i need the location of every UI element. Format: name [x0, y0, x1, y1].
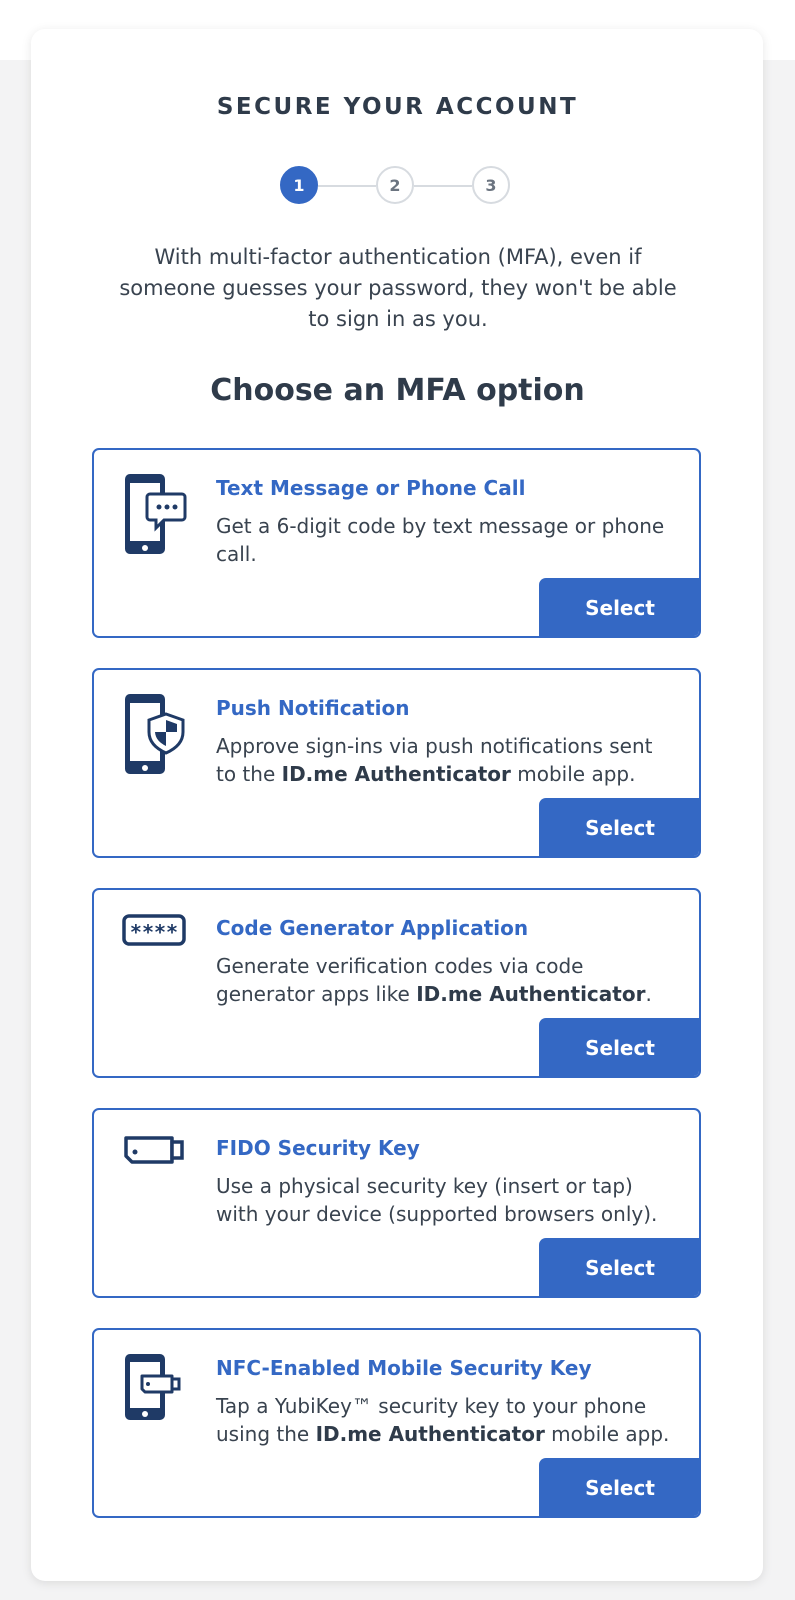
option-description: Generate verification codes via code gen…: [216, 954, 652, 1006]
option-title: Text Message or Phone Call: [216, 476, 526, 500]
phone-usb-key-icon: [122, 1352, 188, 1442]
option-description: Use a physical security key (insert or t…: [216, 1174, 658, 1226]
stepper: 1 2 3: [0, 166, 795, 206]
option-description: Approve sign-ins via push notifications …: [216, 734, 653, 786]
option-fido-key: FIDO Security Key Use a physical securit…: [92, 1108, 701, 1298]
usb-key-icon: [122, 1132, 188, 1222]
select-button-nfc-key[interactable]: Select: [539, 1458, 699, 1516]
option-nfc-key: NFC-Enabled Mobile Security Key Tap a Yu…: [92, 1328, 701, 1518]
option-title: Code Generator Application: [216, 916, 529, 940]
option-code-generator: **** Code Generator Application Generate…: [92, 888, 701, 1078]
option-description: Tap a YubiKey™ security key to your phon…: [216, 1394, 670, 1446]
code-asterisks-icon: ****: [122, 912, 188, 1002]
choose-heading: Choose an MFA option: [210, 373, 585, 408]
select-button-fido-key[interactable]: Select: [539, 1238, 699, 1296]
option-push-notification: Push Notification Approve sign-ins via p…: [92, 668, 701, 858]
step-1: 1: [280, 166, 318, 204]
step-connector: [414, 185, 472, 187]
select-button-push-notification[interactable]: Select: [539, 798, 699, 856]
option-title: FIDO Security Key: [216, 1136, 420, 1160]
svg-text:****: ****: [130, 920, 178, 944]
option-title: Push Notification: [216, 696, 410, 720]
option-title: NFC-Enabled Mobile Security Key: [216, 1356, 592, 1380]
select-button-text-message[interactable]: Select: [539, 578, 699, 636]
option-description: Get a 6-digit code by text message or ph…: [216, 514, 665, 566]
step-3: 3: [472, 166, 510, 204]
intro-text: With multi-factor authentication (MFA), …: [119, 245, 677, 331]
phone-message-icon: [122, 472, 188, 562]
page-title: SECURE YOUR ACCOUNT: [216, 94, 579, 120]
select-button-code-generator[interactable]: Select: [539, 1018, 699, 1076]
phone-shield-icon: [122, 692, 188, 782]
step-2: 2: [376, 166, 414, 204]
step-connector: [318, 185, 376, 187]
option-text-message: Text Message or Phone Call Get a 6-digit…: [92, 448, 701, 638]
